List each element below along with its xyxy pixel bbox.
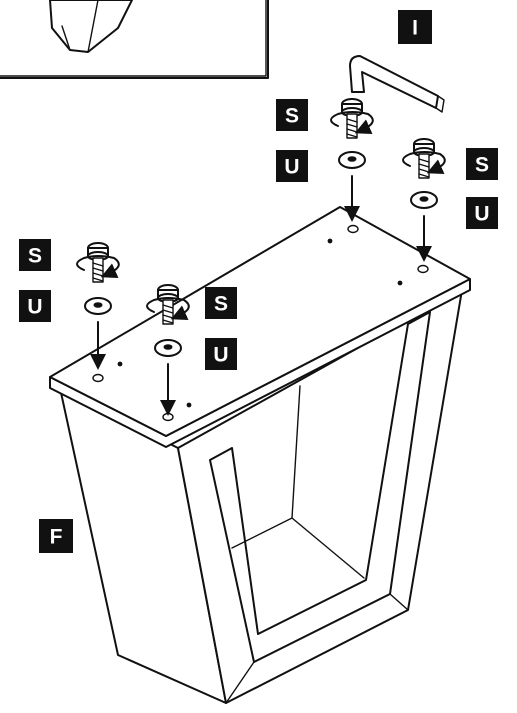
- screw-icon: [341, 98, 363, 139]
- screw-icon: [413, 138, 435, 179]
- washer-icon: [84, 297, 112, 315]
- allen-key-icon: [349, 55, 445, 113]
- badge-washer-top-center: U: [276, 150, 308, 182]
- badge-label: F: [50, 526, 63, 549]
- screw-icon: [87, 242, 109, 283]
- badge-label: I: [412, 17, 418, 40]
- rotation-arrow-icon: [146, 297, 190, 321]
- badge-label: U: [27, 296, 42, 319]
- badge-label: U: [284, 156, 299, 179]
- badge-screw-left: S: [19, 239, 51, 271]
- badge-allen-key: I: [398, 10, 432, 44]
- washer-icon: [410, 191, 438, 209]
- badge-screw-front: S: [205, 287, 237, 319]
- badge-label: S: [285, 105, 299, 128]
- badge-label: S: [475, 154, 489, 177]
- badge-washer-front: U: [205, 338, 237, 370]
- badge-screw-top-right: S: [466, 148, 498, 180]
- rotation-arrow-icon: [76, 255, 120, 279]
- fastener-set-left: [76, 242, 120, 370]
- rotation-arrow-icon: [330, 111, 374, 135]
- detail-inset: [0, 0, 269, 79]
- washer-icon: [338, 151, 366, 169]
- washer-icon: [154, 339, 182, 357]
- badge-label: U: [474, 203, 489, 226]
- badge-screw-top-center: S: [276, 99, 308, 131]
- badge-frame: F: [39, 519, 73, 553]
- badge-label: S: [214, 293, 228, 316]
- badge-washer-left: U: [19, 290, 51, 322]
- top-plate: [49, 206, 471, 448]
- fastener-set-front: [146, 284, 190, 416]
- badge-label: S: [28, 245, 42, 268]
- rotation-arrow-icon: [402, 151, 446, 175]
- fastener-set-top-right: [402, 138, 446, 262]
- frame-leg: [59, 289, 463, 704]
- fastener-set-top-center: [330, 98, 374, 222]
- badge-washer-top-right: U: [466, 197, 498, 229]
- badge-label: U: [213, 344, 228, 367]
